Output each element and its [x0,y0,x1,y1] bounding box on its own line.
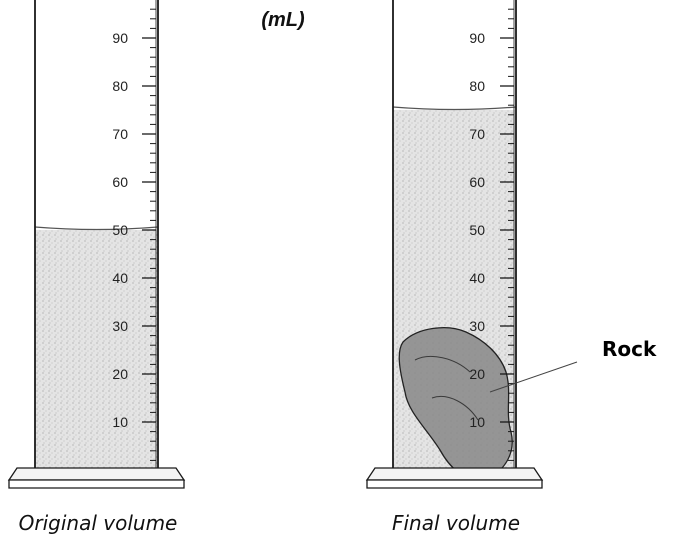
final-cylinder: 10 20 30 40 50 60 70 80 90 [365,0,544,489]
tick-label: 90 [112,30,128,46]
meniscus [392,106,517,111]
rock-texture [414,356,479,421]
tick-label: 70 [469,126,485,142]
tick-label: 60 [469,174,485,190]
tick-label: 20 [469,366,485,382]
tick-label: 40 [112,270,128,286]
water [35,230,158,470]
base-top [7,467,186,481]
original-cylinder: 10 20 30 40 50 60 70 80 90 [7,0,186,489]
tick-label: 80 [112,78,128,94]
tick-label: 90 [469,30,485,46]
rock-label: Rock [602,337,657,361]
tick-label: 50 [112,222,128,238]
tick-label: 30 [112,318,128,334]
rock-pointer [489,361,578,393]
base-edge [366,479,543,489]
tick-label: 70 [112,126,128,142]
tick-label: 60 [112,174,128,190]
tick-label: 50 [469,222,485,238]
final-volume-caption: Final volume [392,511,520,535]
original-volume-caption: Original volume [19,511,178,535]
tick-label: 30 [469,318,485,334]
tick-label: 10 [112,414,128,430]
tick-label: 20 [112,366,128,382]
base-edge [8,479,185,489]
rock [398,327,513,480]
unit-label: (mL) [261,9,305,31]
meniscus [34,226,159,231]
tick-label: 10 [469,414,485,430]
tick-label: 80 [469,78,485,94]
tick-label: 40 [469,270,485,286]
base-top [365,467,544,481]
